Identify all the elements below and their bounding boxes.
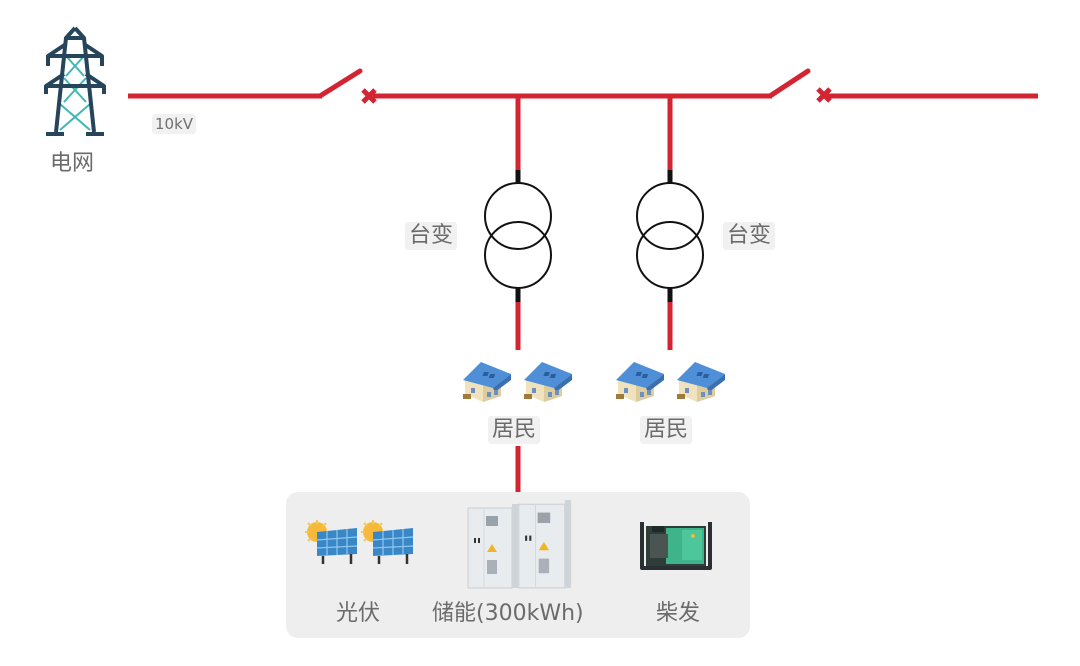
- house-icon: [524, 362, 572, 402]
- solar-panel-icon: [361, 520, 415, 566]
- residents-2-label: 居民: [640, 416, 693, 444]
- diesel-generator-icon: [640, 522, 712, 570]
- house-icon: [677, 362, 725, 402]
- energy-storage-cabinet-icon: [518, 500, 572, 589]
- transformer-1-label: 台变: [405, 222, 458, 250]
- house-icon: [616, 362, 664, 402]
- transformer-2-label: 台变: [723, 222, 776, 250]
- solar-label: 光伏: [336, 601, 381, 626]
- transformer-icon: [484, 182, 552, 289]
- diesel-label: 柴发: [656, 601, 701, 626]
- house-icon: [463, 362, 511, 402]
- transmission-tower-icon: [44, 26, 106, 136]
- storage-label: 储能(300kWh): [432, 601, 584, 626]
- open-breaker-icon: [767, 68, 832, 103]
- voltage-label: 10kV: [152, 114, 197, 134]
- grid-label: 电网: [50, 151, 95, 176]
- solar-panel-icon: [305, 520, 359, 566]
- residents-1-label: 居民: [488, 416, 541, 444]
- energy-storage-cabinet-icon: [467, 504, 519, 589]
- transformer-icon: [636, 182, 704, 289]
- open-breaker-icon: [317, 68, 377, 104]
